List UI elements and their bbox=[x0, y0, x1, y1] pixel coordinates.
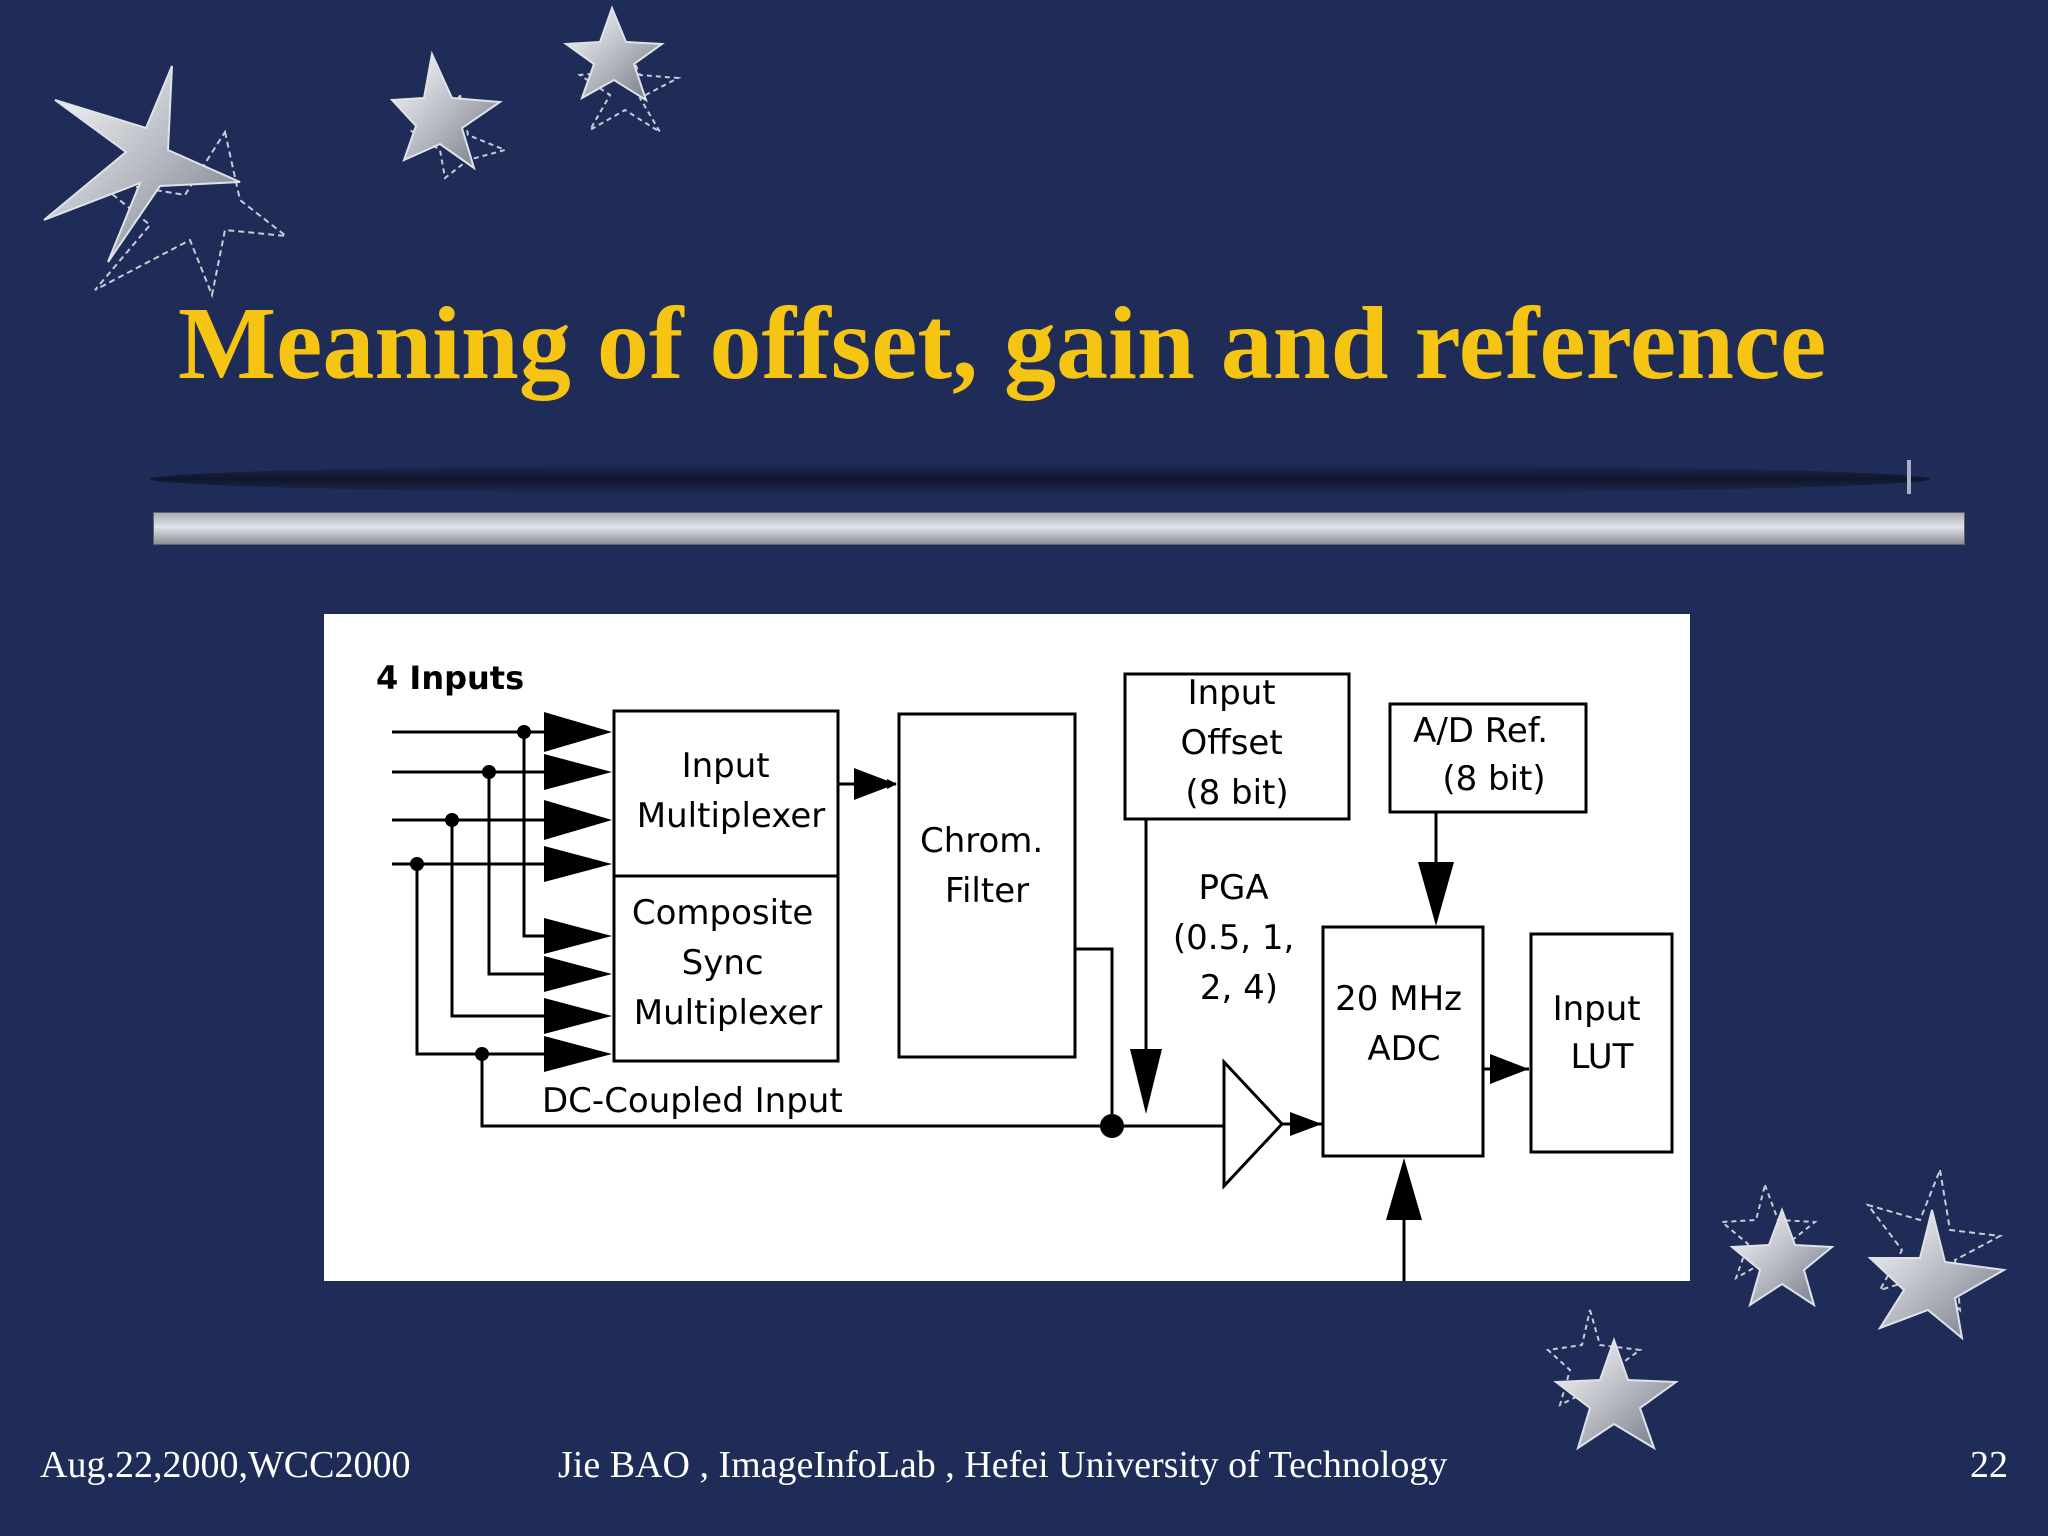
page-number: 22 bbox=[1970, 1444, 2008, 1486]
slide-title: Meaning of offset, gain and reference bbox=[178, 286, 1827, 401]
sync-mux-line3: Multiplexer bbox=[634, 993, 822, 1033]
input-offset-line3: (8 bit) bbox=[1185, 773, 1288, 813]
svg-text:Composite Sync Mul: Composite Sync Multiplexer bbox=[632, 893, 824, 1033]
input-mux-line1: Input bbox=[682, 746, 770, 786]
pga-amplifier-icon bbox=[1222, 1058, 1285, 1190]
ref-to-adc-arrow bbox=[1418, 862, 1454, 926]
svg-text:Chrom. Filter: Chrom. Filter bbox=[920, 821, 1054, 911]
star-outline-icon bbox=[91, 129, 290, 299]
star-outline-icon bbox=[406, 92, 509, 180]
chrom-filter-box bbox=[897, 712, 1077, 1059]
svg-text:Input Offset (8 bi: Input Offset (8 bit) bbox=[1181, 673, 1294, 813]
svg-text:20 MHz ADC: 20 MHz ADC bbox=[1335, 979, 1473, 1069]
input-buffers bbox=[544, 712, 612, 1072]
mux-to-filter-arrow bbox=[854, 768, 896, 800]
input-lut-box bbox=[1529, 932, 1674, 1154]
adc-box bbox=[1321, 925, 1485, 1158]
input-offset-line1: Input bbox=[1188, 673, 1276, 713]
sync-mux-line2: Sync bbox=[682, 943, 764, 983]
ad-ref-line2: (8 bit) bbox=[1442, 759, 1545, 799]
adc-line1: 20 MHz bbox=[1335, 979, 1462, 1019]
dc-coupled-label: DC-Coupled Input bbox=[542, 1081, 843, 1121]
pga-to-adc-arrow bbox=[1290, 1112, 1322, 1136]
svg-text:Input LUT: Input LUT bbox=[1553, 989, 1652, 1077]
pga-line3: 2, 4) bbox=[1200, 968, 1278, 1008]
junction-dots bbox=[410, 725, 1124, 1138]
input-mux-line2: Multiplexer bbox=[637, 796, 825, 836]
svg-text:A/D Ref. (8 bit): A/D Ref. (8 bit) bbox=[1413, 711, 1559, 799]
star-icon bbox=[389, 50, 503, 171]
inputs-label: 4 Inputs bbox=[376, 659, 524, 697]
footer-date: Aug.22,2000,WCC2000 bbox=[40, 1444, 411, 1486]
star-icon bbox=[1867, 1209, 2008, 1341]
block-diagram: 4 Inputs bbox=[324, 614, 1690, 1281]
title-rule bbox=[153, 512, 1965, 545]
star-icon bbox=[563, 5, 665, 103]
input-lut-line1: Input bbox=[1553, 989, 1641, 1029]
input-lut-line2: LUT bbox=[1571, 1037, 1634, 1077]
pga-line1: PGA bbox=[1199, 868, 1269, 908]
chrom-filter-line1: Chrom. bbox=[920, 821, 1043, 861]
offset-arrow bbox=[1130, 1049, 1162, 1114]
pga-line2: (0.5, 1, bbox=[1173, 918, 1294, 958]
star-icon bbox=[43, 65, 241, 263]
svg-text:PGA (0.5, 1, 2, 4): PGA (0.5, 1, 2, 4) bbox=[1173, 868, 1305, 1008]
adc-line2: ADC bbox=[1367, 1029, 1440, 1069]
sync-multiplexer-box bbox=[612, 874, 840, 1063]
input-multiplexer-box bbox=[612, 709, 840, 878]
bottom-to-adc-arrow bbox=[1386, 1158, 1422, 1220]
ad-ref-box bbox=[1388, 702, 1588, 814]
input-offset-line2: Offset bbox=[1181, 723, 1283, 763]
adc-to-lut-arrow bbox=[1490, 1054, 1529, 1084]
sync-mux-line1: Composite bbox=[632, 893, 813, 933]
title-rule-shadow bbox=[150, 463, 1930, 495]
svg-text:Input Multiplexer: Input Multiplexer bbox=[637, 746, 825, 836]
star-icon bbox=[1729, 1207, 1835, 1308]
footer-author: Jie BAO , ImageInfoLab , Hefei Universit… bbox=[558, 1444, 1448, 1486]
ad-ref-line1: A/D Ref. bbox=[1413, 711, 1548, 751]
input-offset-box bbox=[1123, 672, 1351, 821]
chrom-filter-line2: Filter bbox=[945, 871, 1029, 911]
title-rule-tick bbox=[1907, 460, 1911, 494]
star-icon bbox=[1553, 1336, 1679, 1451]
